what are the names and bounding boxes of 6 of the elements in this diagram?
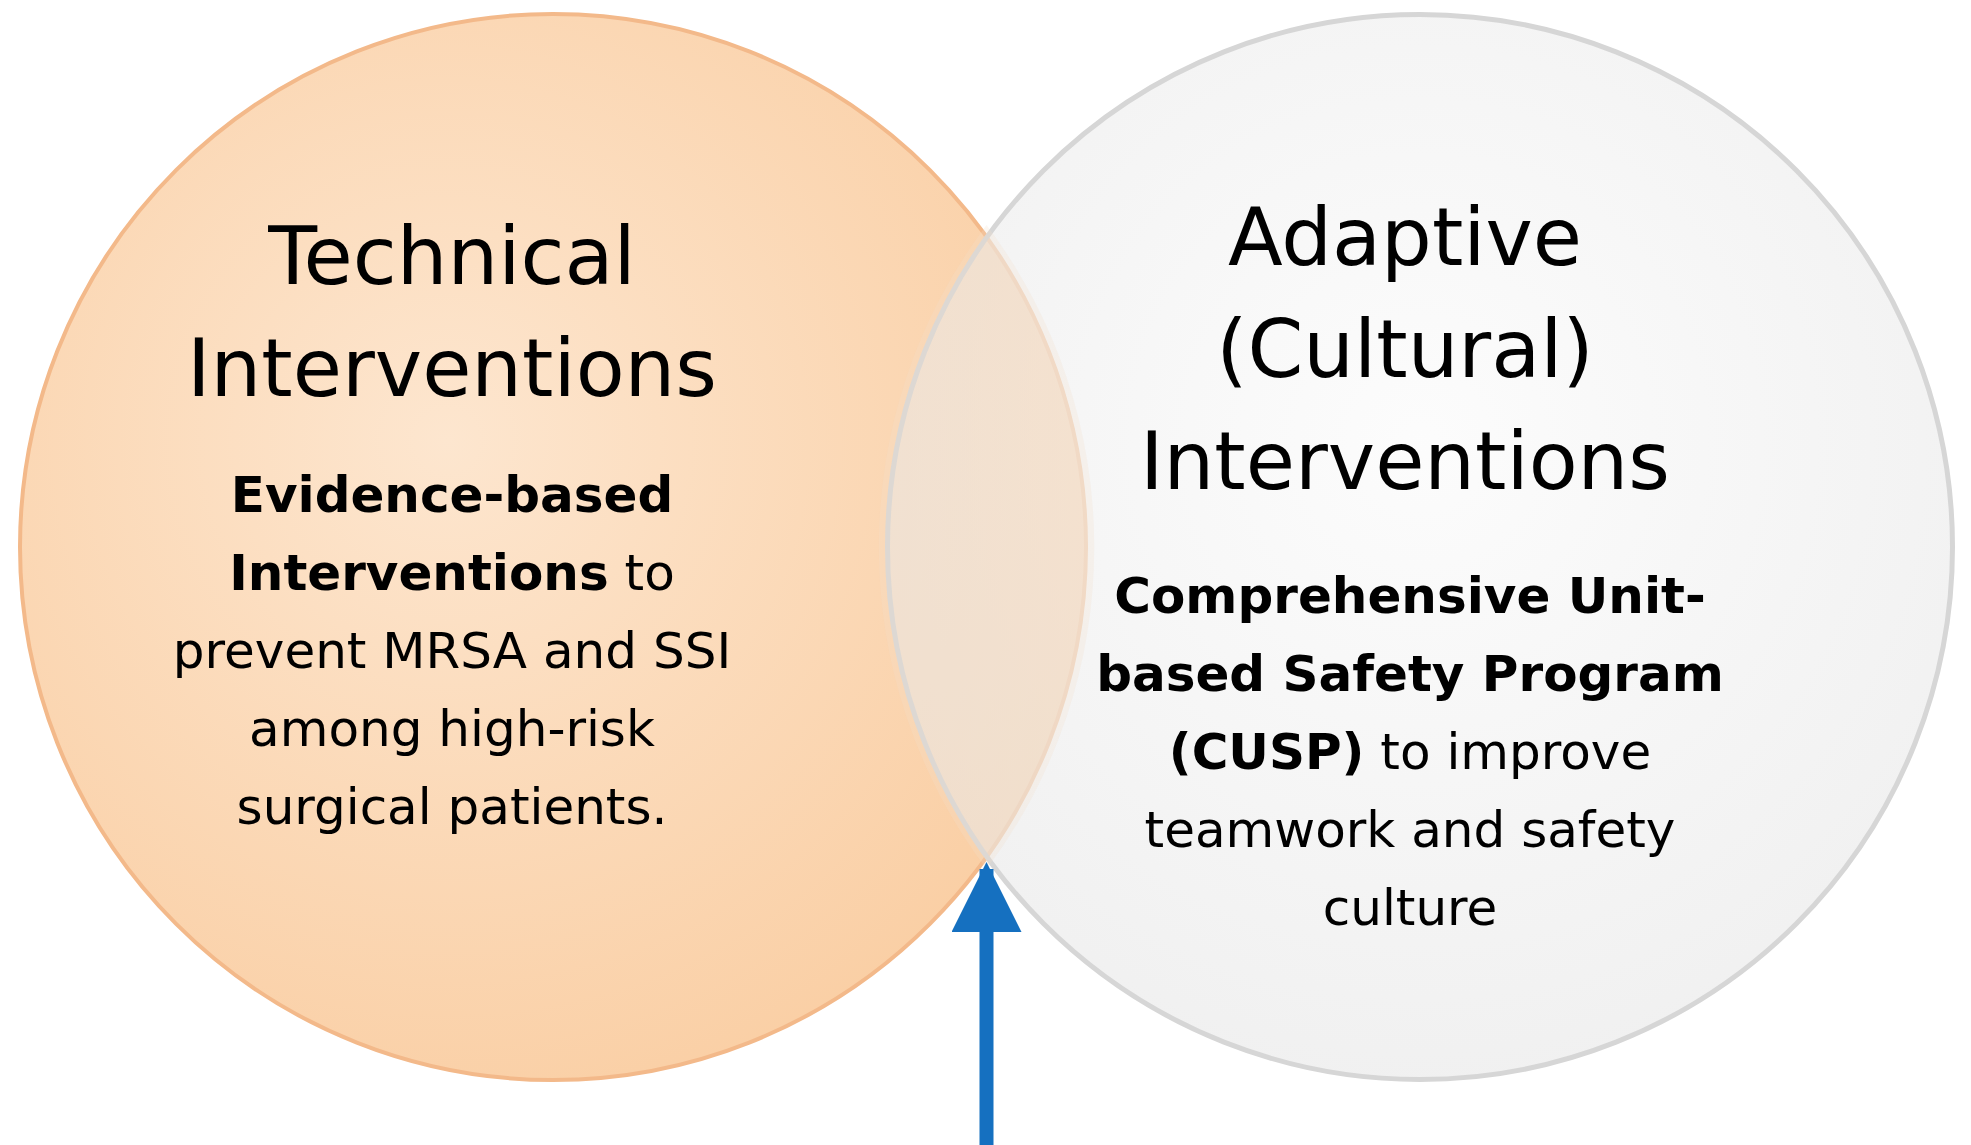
overlap-region: [878, 225, 1095, 869]
description: Evidence-based Interventions to prevent MRSA and SSI among high-risk surgical patients.: [171, 465, 733, 838]
description: Comprehensive Unit-based Safety Program (CUSP) to improve teamwork and safety culture: [1095, 566, 1725, 939]
arrow: [951, 862, 1022, 1145]
heading: Technical Interventions: [186, 209, 718, 417]
heading: Adaptive (Cultural) Interventions: [1139, 190, 1671, 510]
